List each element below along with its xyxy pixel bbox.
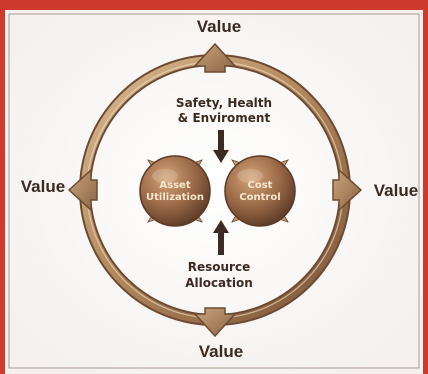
asset-utilization-line-1: Asset	[159, 180, 190, 191]
cost-control-line-1: Cost	[248, 180, 273, 191]
frame-right-edge	[423, 0, 428, 374]
value-label-left: Value	[21, 177, 65, 196]
down-arrow-icon	[213, 130, 229, 163]
bottom-flow-line-1: Resource	[188, 260, 250, 274]
asset-utilization-sphere: Asset Utilization	[139, 155, 211, 227]
arrow-left-icon	[67, 168, 98, 212]
cost-control-sphere: Cost Control	[224, 155, 296, 227]
value-label-right: Value	[374, 181, 418, 200]
value-label-bottom: Value	[199, 342, 243, 361]
inner-border	[8, 13, 420, 369]
cost-control-line-2: Control	[239, 192, 280, 203]
value-label-top: Value	[197, 17, 241, 36]
top-flow-label: Safety, Health & Enviroment	[176, 96, 272, 125]
arrow-right-icon	[332, 168, 363, 212]
bottom-flow-label: Resource Allocation	[185, 260, 253, 290]
arrow-down-icon	[193, 307, 237, 338]
asset-utilization-line-2: Utilization	[146, 192, 204, 203]
frame-top-band	[0, 0, 428, 10]
top-flow-line-2: & Enviroment	[178, 111, 271, 125]
top-flow-line-1: Safety, Health	[176, 96, 272, 110]
arrow-up-icon	[193, 42, 237, 73]
bottom-flow-line-2: Allocation	[185, 276, 253, 290]
frame-left-edge	[0, 0, 5, 374]
up-arrow-icon	[213, 220, 229, 255]
